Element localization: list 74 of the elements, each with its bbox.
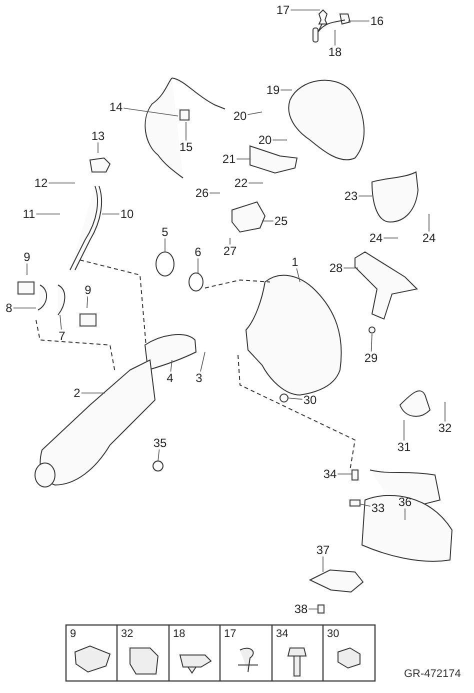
leader-line [60, 314, 62, 330]
leader-line [26, 263, 28, 276]
callout-number: 17 [224, 628, 236, 640]
leader-line [262, 220, 274, 222]
leader-line [348, 20, 370, 22]
callout-number: 23 [343, 190, 359, 202]
leader-line [360, 504, 371, 507]
callout-number: 21 [221, 152, 237, 166]
callout-number: 37 [315, 544, 331, 556]
callout-number: 24 [368, 232, 384, 244]
leader-line [209, 192, 220, 194]
callout-number: 28 [328, 262, 344, 274]
callout-number: 9 [84, 284, 92, 296]
leader-line [404, 508, 406, 520]
leader-line [370, 334, 372, 352]
callout-number: 27 [222, 244, 238, 258]
leader-line [164, 238, 166, 252]
callout-number: 5 [160, 226, 170, 238]
callout-number: 29 [363, 352, 379, 364]
callout-number: 25 [273, 214, 289, 228]
leader-line [123, 108, 178, 116]
callout-number: 3 [194, 372, 204, 384]
callout-number: 38 [293, 602, 309, 616]
leader-line [248, 182, 264, 184]
callout-number: 34 [276, 628, 288, 640]
leader-line [86, 296, 88, 308]
callout-number: 30 [302, 394, 318, 406]
leader-line [334, 30, 336, 46]
leader-line [48, 182, 76, 184]
drawing-number: GR-472174 [404, 668, 461, 680]
leader-line [444, 402, 446, 422]
leader-line [170, 360, 172, 372]
leader-line [158, 449, 160, 462]
callout-number: 32 [121, 628, 134, 640]
callout-number: 22 [233, 176, 249, 190]
callout-number: 24 [421, 232, 437, 244]
callout-number: 36 [397, 496, 413, 508]
leader-line [236, 158, 250, 160]
callout-number: 18 [327, 46, 343, 58]
callout-number: 9 [22, 250, 32, 264]
leader-line [428, 214, 430, 232]
leader-line [80, 392, 106, 394]
leader-line [308, 608, 318, 610]
callout-number: 20 [232, 110, 248, 122]
callout-number: 15 [178, 140, 194, 154]
leader-line [322, 556, 324, 572]
leader-line [288, 398, 303, 400]
callout-number: 2 [72, 386, 82, 400]
callout-number: 18 [173, 628, 186, 640]
callout-number: 11 [22, 208, 36, 220]
callout-number: 31 [396, 440, 412, 454]
leader-line [296, 268, 300, 282]
callout-number: 9 [70, 628, 76, 640]
callout-number: 4 [166, 372, 174, 384]
leader-line [200, 352, 206, 372]
callout-number: 33 [370, 502, 386, 514]
callout-number: 10 [119, 208, 135, 220]
leader-line [247, 112, 262, 115]
callout-number: 1 [290, 256, 300, 268]
callout-number: 13 [90, 130, 106, 142]
callout-number: 34 [322, 468, 338, 480]
callout-number: 30 [327, 628, 340, 640]
callout-number: 8 [4, 302, 14, 314]
callout-number: 35 [152, 436, 168, 450]
callout-number: 12 [33, 176, 49, 190]
callout-number: 14 [108, 100, 124, 114]
callout-number: 26 [194, 186, 210, 200]
callout-number: 19 [265, 84, 281, 96]
callout-number: 20 [257, 134, 273, 146]
callout-number: 6 [194, 246, 202, 258]
callout-number: 17 [275, 4, 291, 16]
callout-number: 16 [369, 14, 385, 28]
callout-number: 32 [437, 422, 453, 434]
callout-number: 7 [58, 330, 66, 342]
